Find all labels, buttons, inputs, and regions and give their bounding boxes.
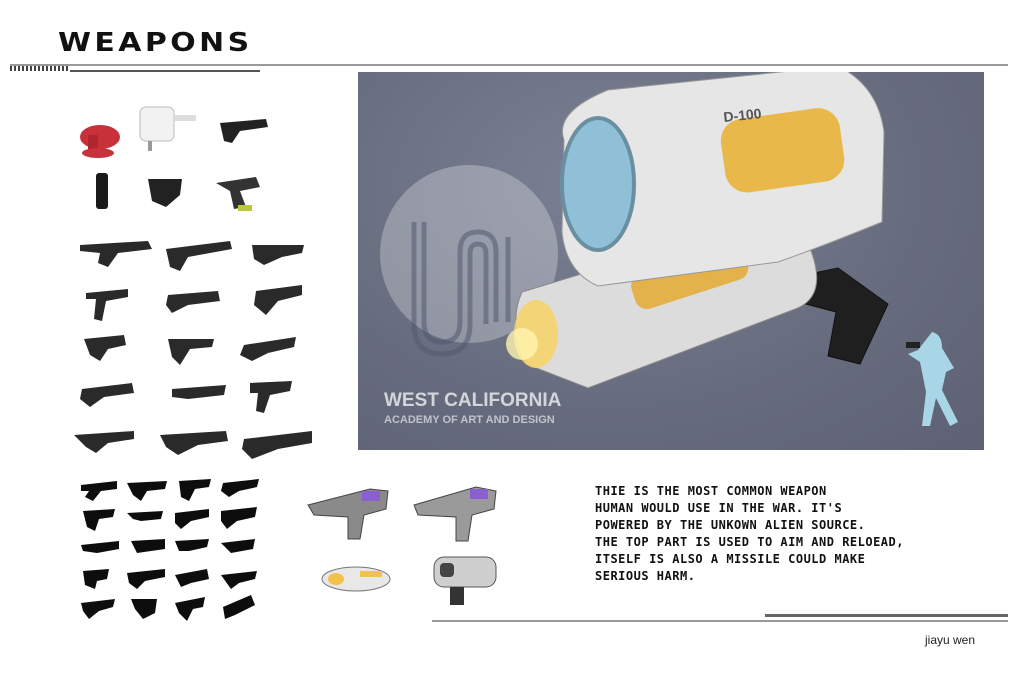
gun-silhouette: [179, 479, 211, 501]
gun-silhouette: [175, 569, 209, 587]
description-line: POWERED BY THE UNKOWN ALIEN SOURCE.: [595, 518, 866, 532]
gun-sketch: [254, 285, 302, 315]
hand-mixer-photo: [139, 106, 196, 151]
gun-silhouette: [127, 511, 163, 521]
header-divider-dark: [70, 70, 260, 72]
gun-sketch-grid: [74, 241, 312, 459]
gun-silhouette: [131, 599, 157, 619]
concept-art-panel: D-100 WEST CALIFORNIA ACADEMY OF ART AND…: [358, 72, 984, 450]
gun-silhouette: [81, 599, 115, 619]
school-logo-mark: [411, 222, 511, 357]
gun-silhouette: [83, 509, 115, 531]
weapon-illustration: D-100: [411, 72, 958, 426]
description-line: SERIOUS HARM.: [595, 569, 696, 583]
gun-sketch: [242, 431, 312, 459]
reference-photo-grid: [80, 106, 268, 211]
gun-silhouette: [175, 597, 205, 621]
character-silhouette: [908, 332, 958, 426]
stand-mixer-photo: [80, 125, 120, 158]
grip-photo: [96, 173, 108, 209]
gun-silhouette: [223, 595, 255, 619]
gun-silhouette: [83, 569, 109, 589]
gun-sketch: [250, 381, 292, 413]
gun-sketch: [86, 289, 128, 321]
gun-sketch: [160, 431, 228, 455]
header-divider-accent: [10, 66, 70, 71]
weapon-description: THIE IS THE MOST COMMON WEAPON HUMAN WOU…: [595, 483, 995, 585]
author-name: jiayu wen: [925, 633, 976, 647]
gun-sketch: [168, 339, 214, 365]
description-line: THE TOP PART IS USED TO AIM AND RELOEAD,: [595, 535, 904, 549]
render-side-view-alt: [413, 486, 497, 542]
render-front-view: [433, 556, 497, 605]
power-drill-photo: [216, 177, 260, 211]
weapon-scope-lens: [560, 116, 636, 252]
header-divider: [10, 64, 1008, 66]
render-missile-top: [321, 566, 391, 592]
gun-sketch: [166, 241, 232, 271]
weapon-model-label: D-100: [723, 105, 763, 125]
gun-sketch: [84, 335, 126, 361]
description-line: ITSELF IS ALSO A MISSILE COULD MAKE: [595, 552, 866, 566]
gun-silhouette: [127, 481, 167, 501]
gun-silhouette: [175, 509, 209, 529]
gun-silhouette: [221, 539, 255, 553]
holster-photo: [148, 179, 182, 207]
gun-silhouette: [221, 571, 257, 589]
gun-silhouette: [221, 479, 259, 497]
gun-sketch: [80, 383, 134, 407]
gun-silhouette: [127, 569, 165, 589]
gun-sketch: [252, 245, 304, 265]
silhouette-grid: [81, 479, 259, 621]
gun-sketch: [166, 291, 220, 313]
gun-sketch: [240, 337, 296, 361]
watermark-school-subtitle: ACADEMY OF ART AND DESIGN: [384, 414, 555, 426]
gun-sketch: [172, 385, 226, 399]
gun-silhouette: [221, 507, 257, 529]
gun-silhouette: [81, 541, 119, 553]
gun-silhouette: [131, 539, 165, 553]
page-title: WEAPONS: [58, 28, 253, 58]
footer-divider: [432, 620, 1008, 622]
description-line: HUMAN WOULD USE IN THE WAR. IT'S: [595, 501, 843, 515]
gun-sketch: [80, 241, 152, 267]
footer-divider-dark: [765, 614, 1008, 617]
gun-sketch: [74, 431, 134, 453]
description-line: THIE IS THE MOST COMMON WEAPON: [595, 484, 827, 498]
rifle-stock-photo: [220, 119, 268, 143]
character-weapon-silhouette: [906, 342, 920, 348]
render-side-view: [307, 488, 389, 540]
gun-silhouette: [175, 539, 209, 551]
watermark-school-name: WEST CALIFORNIA: [384, 390, 562, 411]
gun-silhouette: [81, 481, 117, 501]
refined-renders: [307, 486, 497, 605]
